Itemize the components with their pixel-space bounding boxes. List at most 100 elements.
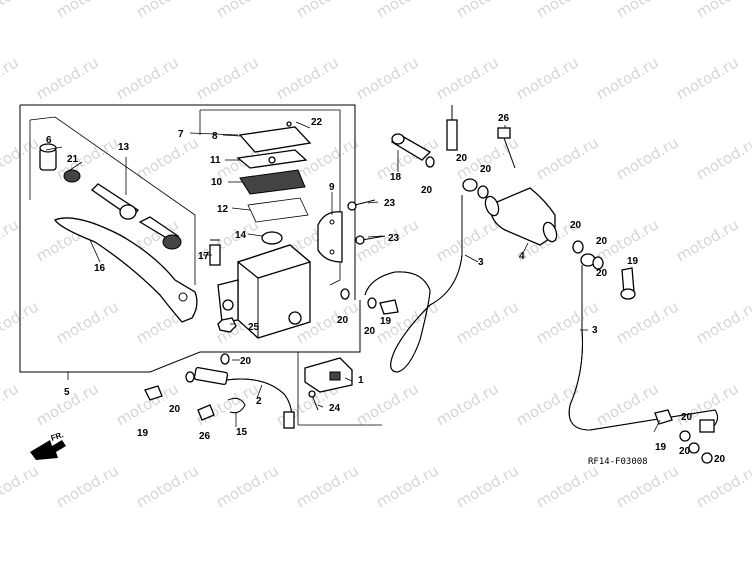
callout-3: 3 bbox=[478, 257, 484, 268]
watermark-text: motod.ru bbox=[533, 133, 602, 183]
callout-11: 11 bbox=[210, 155, 221, 166]
boot-6 bbox=[39, 143, 81, 183]
watermark-text: motod.ru bbox=[273, 53, 342, 103]
watermark-text: motod.ru bbox=[433, 215, 502, 265]
watermark-text: motod.ru bbox=[33, 53, 102, 103]
callout-24: 24 bbox=[329, 403, 341, 414]
callout-9: 9 bbox=[329, 182, 335, 193]
callout-15: 15 bbox=[236, 427, 248, 438]
callout-labels: 1 2 3 3 4 5 6 7 8 9 10 11 12 13 14 15 16… bbox=[46, 113, 726, 465]
lower-right-hose bbox=[568, 253, 719, 433]
bolt-19-right bbox=[620, 267, 636, 300]
callout-20: 20 bbox=[456, 153, 468, 164]
callout-10: 10 bbox=[211, 177, 223, 188]
switch-frame bbox=[297, 352, 382, 426]
callout-14: 14 bbox=[235, 230, 247, 241]
watermark-text: motod.ru bbox=[673, 215, 742, 265]
callout-20: 20 bbox=[681, 412, 693, 423]
holder-clamp bbox=[317, 211, 343, 263]
callout-17: 17 bbox=[198, 251, 210, 262]
watermark-text: motod.ru bbox=[133, 461, 202, 511]
callout-1: 1 bbox=[358, 375, 364, 386]
callout-12: 12 bbox=[217, 204, 229, 215]
upper-hose bbox=[364, 105, 478, 373]
callout-3: 3 bbox=[592, 325, 598, 336]
callout-6: 6 bbox=[46, 135, 52, 146]
callout-20: 20 bbox=[596, 268, 608, 279]
callout-26: 26 bbox=[498, 113, 510, 124]
watermark-text: motod.ru bbox=[193, 53, 262, 103]
watermark-text: motod.ru bbox=[113, 53, 182, 103]
callout-19: 19 bbox=[627, 256, 639, 267]
watermark-text: motod.ru bbox=[613, 133, 682, 183]
callout-23: 23 bbox=[384, 198, 396, 209]
lower-hose bbox=[193, 366, 295, 429]
watermark-text: motod.ru bbox=[433, 379, 502, 429]
watermark-text: motod.ru bbox=[133, 133, 202, 183]
bolt-26-upper bbox=[497, 127, 516, 169]
watermark-text: motod.ru bbox=[453, 0, 522, 21]
callout-21: 21 bbox=[67, 154, 79, 165]
watermark-text: motod.ru bbox=[213, 461, 282, 511]
callout-23: 23 bbox=[388, 233, 400, 244]
callout-19: 19 bbox=[137, 428, 149, 439]
callout-20: 20 bbox=[364, 326, 376, 337]
watermark-text: motod.ru bbox=[693, 0, 752, 21]
watermark-text: motod.ru bbox=[613, 461, 682, 511]
watermark-text: motod.ru bbox=[0, 215, 22, 265]
watermark-text: motod.ru bbox=[0, 0, 42, 21]
watermark-text: motod.ru bbox=[53, 297, 122, 347]
brake-switch bbox=[304, 357, 353, 393]
callout-20: 20 bbox=[421, 185, 433, 196]
bolts-19 bbox=[144, 299, 673, 425]
brake-lever bbox=[54, 217, 198, 323]
watermark-text: motod.ru bbox=[0, 461, 42, 511]
leader-lines bbox=[45, 121, 661, 433]
banjo-bolt-18 bbox=[390, 133, 432, 161]
watermark-text: motod.ru bbox=[353, 53, 422, 103]
watermark-text: motod.ru bbox=[533, 461, 602, 511]
callout-5: 5 bbox=[64, 387, 70, 398]
watermark-text: motod.ru bbox=[0, 379, 22, 429]
callout-20: 20 bbox=[596, 236, 608, 247]
watermark-text: motod.ru bbox=[373, 0, 442, 21]
watermark-text: motod.ru bbox=[433, 53, 502, 103]
watermark-text: motod.ru bbox=[53, 133, 122, 183]
callout-19: 19 bbox=[380, 316, 392, 327]
watermark-text: motod.ru bbox=[533, 0, 602, 21]
master-cylinder-frame bbox=[19, 104, 361, 380]
hose-joint bbox=[484, 187, 558, 246]
watermark-text: motod.ru bbox=[693, 297, 752, 347]
piston-set bbox=[90, 183, 182, 250]
callout-20: 20 bbox=[169, 404, 181, 415]
callout-4: 4 bbox=[519, 251, 525, 262]
screw-24 bbox=[308, 390, 319, 411]
watermark-text: motod.ru bbox=[593, 379, 662, 429]
callout-7: 7 bbox=[178, 129, 184, 140]
bolt-26-lower bbox=[197, 404, 215, 421]
watermark-text: motod.ru bbox=[353, 379, 422, 429]
watermark-text: motod.ru bbox=[0, 297, 42, 347]
clip-15 bbox=[227, 397, 246, 414]
callout-26: 26 bbox=[199, 431, 211, 442]
callout-20: 20 bbox=[679, 446, 691, 457]
diagram-code: RF14-F03008 bbox=[588, 457, 648, 467]
callout-20: 20 bbox=[714, 454, 726, 465]
washers-20 bbox=[185, 156, 713, 464]
watermark-text: motod.ru bbox=[193, 379, 262, 429]
reservoir-cap bbox=[236, 121, 312, 195]
callout-22: 22 bbox=[311, 117, 323, 128]
watermark-text: motod.ru bbox=[0, 133, 42, 183]
watermark-text: motod.ru bbox=[613, 0, 682, 21]
watermark-text: motod.ru bbox=[53, 0, 122, 21]
watermark-text: motod.ru bbox=[453, 461, 522, 511]
watermark-text: motod.ru bbox=[593, 53, 662, 103]
watermark-text: motod.ru bbox=[533, 297, 602, 347]
watermark-text: motod.ru bbox=[293, 0, 362, 21]
piston-kit-frame bbox=[29, 116, 196, 285]
watermark-text: motod.ru bbox=[693, 461, 752, 511]
watermark-text: motod.ru bbox=[293, 461, 362, 511]
reservoir-kit-frame bbox=[199, 109, 341, 286]
